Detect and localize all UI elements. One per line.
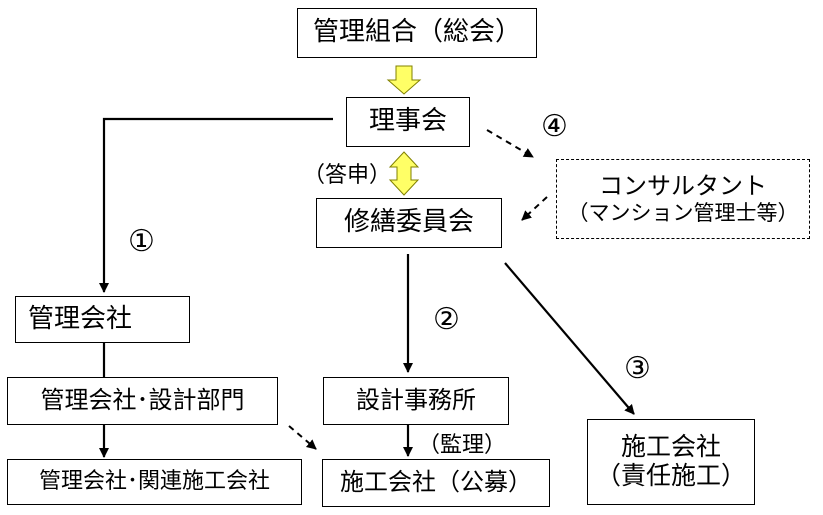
mgmt-company-label: 管理会社 <box>28 303 133 334</box>
consultant-sublabel: （マンション管理士等） <box>567 200 799 225</box>
arrow-board-to-consultant <box>486 129 534 158</box>
supervision-label: （監理） <box>418 433 507 458</box>
consultant-label: コンサルタント <box>599 172 767 201</box>
repair-committee-box: 修繕委員会 <box>316 198 502 248</box>
design-office-label: 設計事務所 <box>356 386 476 415</box>
yellow-down-arrow <box>386 65 422 95</box>
mgmt-related-contractor-label: 管理会社･関連施工会社 <box>38 469 270 495</box>
yellow-double-arrow <box>388 151 420 196</box>
general-meeting-label: 管理組合（総会） <box>312 17 521 48</box>
arrow-consultant-to-committee <box>521 196 548 221</box>
report-label: （答申） <box>303 163 392 188</box>
contractor-responsible-box: 施工会社 （責任施工） <box>587 419 755 505</box>
mgmt-design-dept-label: 管理会社･設計部門 <box>40 386 245 415</box>
design-office-box: 設計事務所 <box>323 377 509 425</box>
repair-committee-label: 修繕委員会 <box>343 207 474 238</box>
board-box: 理事会 <box>346 97 470 147</box>
contractor-public-label: 施工会社（公募） <box>340 468 532 497</box>
contractor-public-box: 施工会社（公募） <box>322 459 550 507</box>
route-number-4: ④ <box>541 109 568 144</box>
consultant-box: コンサルタント （マンション管理士等） <box>556 159 810 239</box>
arrow-committee-to-contractor-responsible <box>504 262 635 415</box>
route-number-2: ② <box>433 302 460 337</box>
arrow-design-dept-to-contractor-public <box>288 425 317 450</box>
board-label: 理事会 <box>368 106 447 137</box>
mgmt-design-dept-box: 管理会社･設計部門 <box>7 377 278 425</box>
route-number-1: ① <box>128 224 155 259</box>
mgmt-related-contractor-box: 管理会社･関連施工会社 <box>7 459 302 505</box>
route-number-3: ③ <box>624 351 651 386</box>
arrow-board-to-mgmt-company <box>99 117 333 293</box>
contractor-responsible-sublabel: （責任施工） <box>595 461 746 490</box>
general-meeting-box: 管理組合（総会） <box>297 8 537 58</box>
mgmt-company-box: 管理会社 <box>15 296 190 343</box>
contractor-responsible-label: 施工会社 <box>620 432 721 462</box>
